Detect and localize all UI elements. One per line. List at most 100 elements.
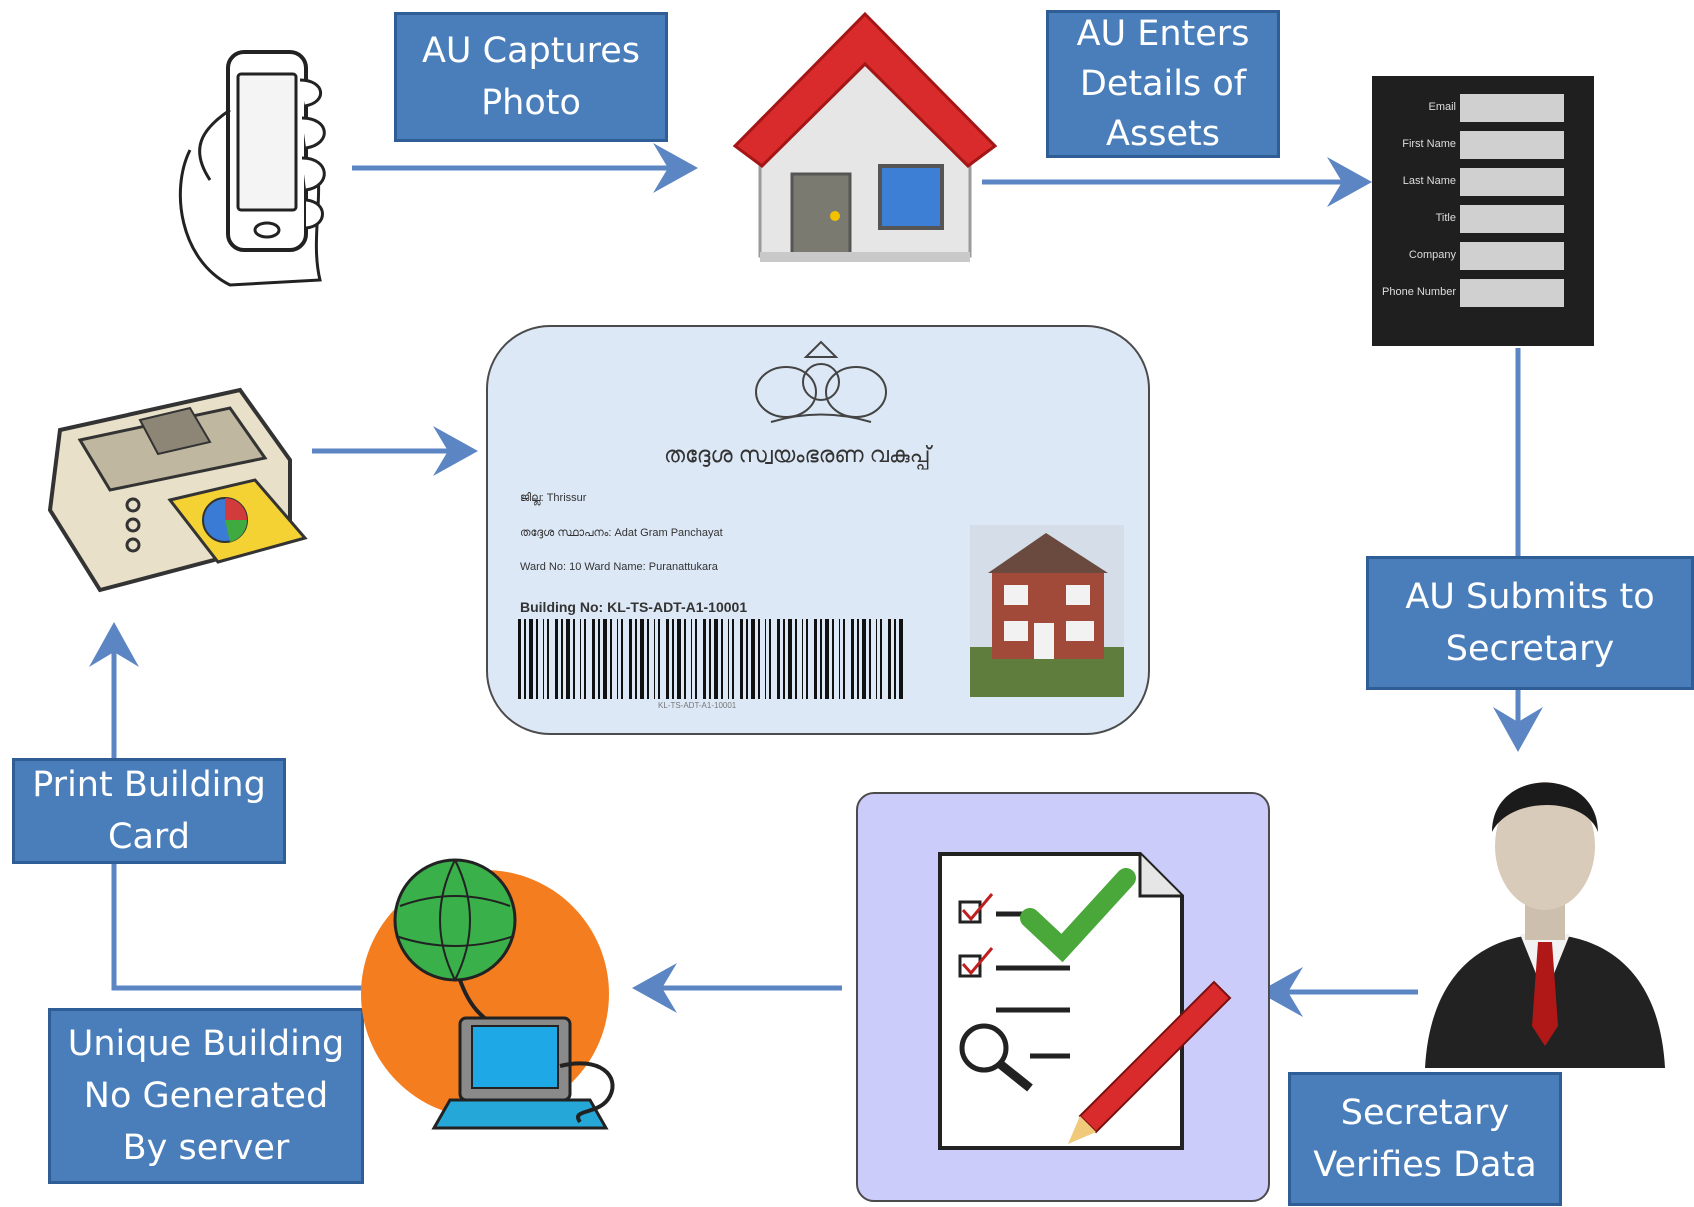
barcode-bar bbox=[573, 619, 575, 699]
form-field-input bbox=[1460, 94, 1564, 122]
barcode-bar bbox=[640, 619, 644, 699]
barcode-bar bbox=[740, 619, 743, 699]
barcode-bar bbox=[592, 619, 595, 699]
hand-phone-icon bbox=[178, 50, 326, 287]
step-unique-number: Unique Building No Generated By server bbox=[48, 1008, 364, 1184]
barcode-bar bbox=[672, 619, 674, 699]
server-computer-icon bbox=[361, 858, 615, 1130]
barcode-bar bbox=[825, 619, 829, 699]
barcode-bar bbox=[899, 619, 903, 699]
barcode-bar bbox=[714, 619, 718, 699]
barcode-bar bbox=[839, 619, 840, 699]
step-capture-photo: AU Captures Photo bbox=[394, 12, 668, 142]
form-field-input bbox=[1460, 242, 1564, 270]
barcode-bar bbox=[603, 619, 607, 699]
card-ward: Ward No: 10 Ward Name: Puranattukara bbox=[520, 561, 718, 573]
barcode-bar bbox=[769, 619, 771, 699]
card-panchayat: തദ്ദേശ സ്ഥാപനം: Adat Gram Panchayat bbox=[520, 527, 723, 539]
barcode-bar bbox=[654, 619, 655, 699]
form-field-label: First Name bbox=[1402, 138, 1456, 150]
barcode-bar bbox=[728, 619, 729, 699]
barcode-bar bbox=[709, 619, 711, 699]
barcode-icon bbox=[518, 619, 903, 699]
barcode-bar bbox=[529, 619, 533, 699]
barcode-bar bbox=[684, 619, 686, 699]
barcode-bar bbox=[751, 619, 755, 699]
barcode-bar bbox=[746, 619, 748, 699]
barcode-bar bbox=[802, 619, 803, 699]
form-field-input bbox=[1460, 205, 1564, 233]
step-submit-secretary: AU Submits to Secretary bbox=[1366, 556, 1694, 690]
barcode-bar bbox=[561, 619, 563, 699]
barcode-bar bbox=[647, 619, 649, 699]
barcode-bar bbox=[721, 619, 723, 699]
printer-icon bbox=[47, 387, 308, 593]
form-field-input bbox=[1460, 168, 1564, 196]
form-field-label: Phone Number bbox=[1382, 286, 1456, 298]
barcode-bar bbox=[658, 619, 660, 699]
barcode-bar bbox=[814, 619, 817, 699]
card-district: ജില്ല: Thrissur bbox=[520, 492, 587, 504]
secretary-person-icon bbox=[1425, 782, 1665, 1068]
barcode-bar bbox=[691, 619, 692, 699]
barcode-bar bbox=[584, 619, 586, 699]
emblem-icon bbox=[755, 340, 887, 423]
checklist-icon bbox=[938, 852, 1232, 1150]
barcode-bar bbox=[894, 619, 896, 699]
barcode-bar bbox=[677, 619, 681, 699]
barcode-bar bbox=[820, 619, 822, 699]
barcode-bar bbox=[518, 619, 521, 699]
barcode-bar bbox=[598, 619, 600, 699]
barcode-bar bbox=[547, 619, 549, 699]
barcode-bar bbox=[617, 619, 618, 699]
barcode-bar bbox=[635, 619, 637, 699]
barcode-bar bbox=[758, 619, 760, 699]
building-card: തദ്ദേശ സ്വയംഭരണ വകുപ്പ് ജില്ല: Thrissur … bbox=[486, 325, 1150, 735]
barcode-bar bbox=[580, 619, 581, 699]
step-secretary-verifies: Secretary Verifies Data bbox=[1288, 1072, 1562, 1206]
card-barcode-text: KL-TS-ADT-A1-10001 bbox=[658, 701, 737, 710]
barcode-bar bbox=[862, 619, 866, 699]
card-building-no: Building No: KL-TS-ADT-A1-10001 bbox=[520, 599, 748, 615]
building-photo bbox=[970, 525, 1124, 697]
house-icon bbox=[732, 11, 998, 262]
barcode-bar bbox=[880, 619, 882, 699]
barcode-bar bbox=[765, 619, 766, 699]
barcode-bar bbox=[777, 619, 780, 699]
barcode-bar bbox=[876, 619, 877, 699]
step-print-card: Print Building Card bbox=[12, 758, 286, 864]
barcode-bar bbox=[543, 619, 544, 699]
form-field-label: Company bbox=[1409, 249, 1457, 261]
barcode-bar bbox=[843, 619, 845, 699]
barcode-bar bbox=[621, 619, 623, 699]
barcode-bar bbox=[888, 619, 891, 699]
barcode-bar bbox=[795, 619, 797, 699]
barcode-bar bbox=[732, 619, 734, 699]
barcode-bar bbox=[524, 619, 526, 699]
barcode-bar bbox=[806, 619, 808, 699]
form-field-label: Email bbox=[1428, 101, 1456, 113]
card-department: തദ്ദേശ സ്വയംഭരണ വകുപ്പ് bbox=[664, 442, 931, 467]
arrow-server-to-printer bbox=[89, 622, 372, 991]
step-enter-details: AU Enters Details of Assets bbox=[1046, 10, 1280, 158]
barcode-bar bbox=[555, 619, 558, 699]
barcode-bar bbox=[869, 619, 871, 699]
barcode-bar bbox=[666, 619, 669, 699]
barcode-bar bbox=[788, 619, 792, 699]
barcode-bar bbox=[566, 619, 570, 699]
form-field-label: Title bbox=[1436, 212, 1456, 224]
barcode-bar bbox=[851, 619, 854, 699]
barcode-bar bbox=[536, 619, 538, 699]
barcode-bar bbox=[610, 619, 612, 699]
barcode-bar bbox=[695, 619, 697, 699]
barcode-bar bbox=[857, 619, 859, 699]
barcode-bar bbox=[629, 619, 632, 699]
form-field-input bbox=[1460, 279, 1564, 307]
barcode-bar bbox=[703, 619, 706, 699]
barcode-bar bbox=[783, 619, 785, 699]
form-field-label: Last Name bbox=[1403, 175, 1456, 187]
form-field-input bbox=[1460, 131, 1564, 159]
barcode-bar bbox=[832, 619, 834, 699]
